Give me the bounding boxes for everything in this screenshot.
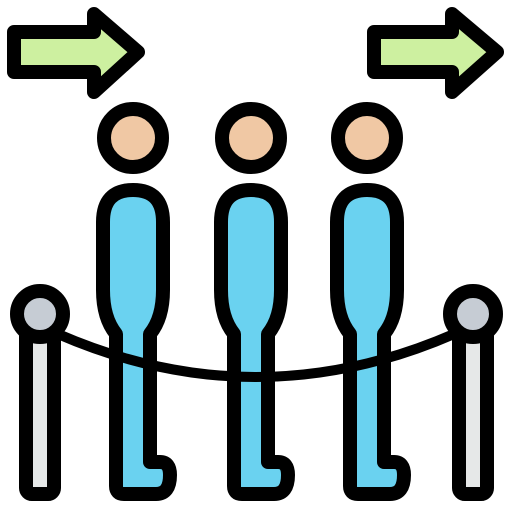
person-head	[97, 102, 169, 174]
arrow-right-group	[367, 7, 504, 99]
person-head	[215, 102, 287, 174]
arrow-left-group	[7, 7, 145, 99]
stanchion-post	[452, 323, 494, 501]
stanchion-left	[10, 284, 70, 501]
person-body	[96, 183, 177, 501]
stanchion-post	[19, 323, 61, 501]
arrow-right-icon	[367, 7, 504, 99]
arrow-right-icon	[7, 7, 145, 99]
person-body	[330, 183, 411, 501]
stanchion-cap	[10, 284, 70, 344]
barrier-rope	[53, 329, 459, 382]
person-2	[214, 102, 295, 501]
person-body	[214, 183, 295, 501]
stanchion-right	[443, 284, 503, 501]
stanchion-cap	[443, 284, 503, 344]
person-3	[330, 102, 411, 501]
person-1	[96, 102, 177, 501]
person-head	[331, 102, 403, 174]
